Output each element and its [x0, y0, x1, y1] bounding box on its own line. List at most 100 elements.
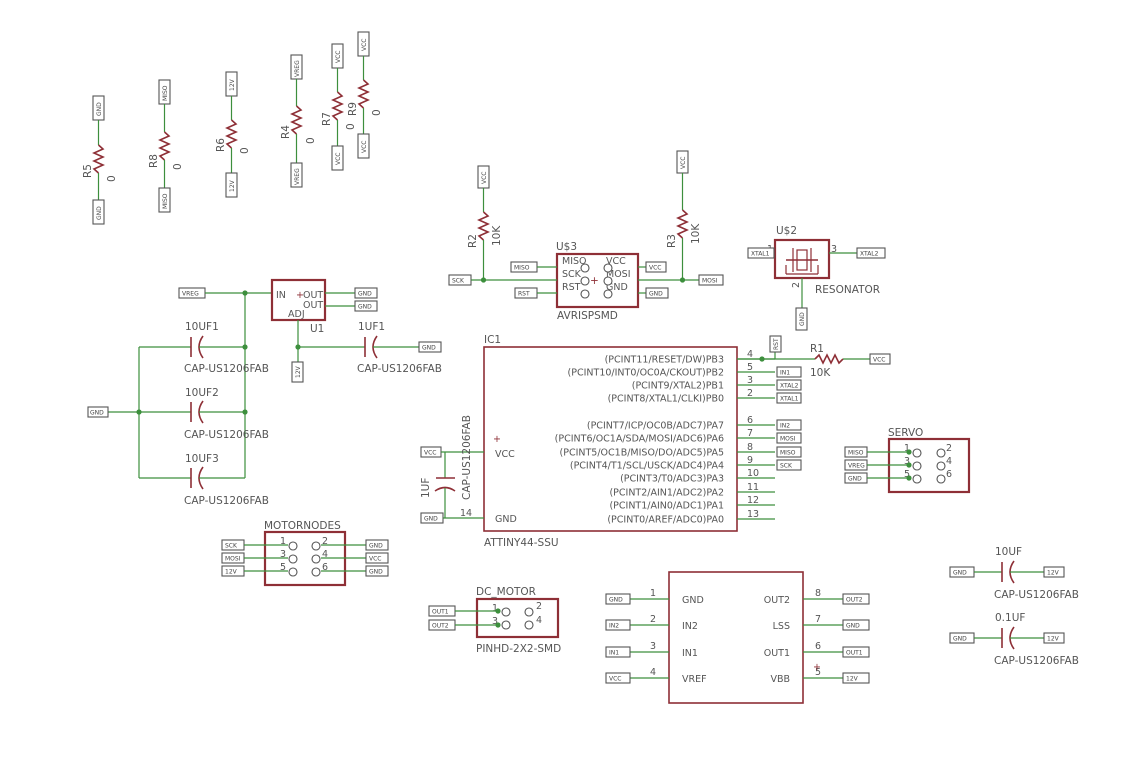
svg-text:GND: GND [422, 345, 436, 352]
1uf1-ref: 1UF1 [358, 321, 385, 333]
svg-text:12V: 12V [229, 179, 236, 192]
u3-name: AVRISPSMD [557, 310, 618, 322]
r6-value: 0 [239, 147, 251, 154]
ic1-pin-label: (PCINT4/T1/SCL/USCK/ADC4)PA4 [570, 461, 724, 472]
r8-value: 0 [172, 163, 184, 170]
u2-name: RESONATOR [815, 284, 880, 296]
svg-text:SCK: SCK [562, 269, 582, 280]
svg-text:3: 3 [280, 549, 286, 560]
ic1-pin-number: 7 [747, 428, 753, 439]
driver-pin-label: VBB [770, 674, 790, 685]
driver-pin-label: IN2 [682, 621, 698, 632]
dc-motor-ref: DC_MOTOR [476, 586, 536, 598]
u1-ref: U1 [310, 323, 324, 335]
ic1-pin-label: (PCINT7/ICP/OC0B/ADC7)PA7 [587, 421, 724, 432]
svg-text:GND: GND [424, 516, 438, 523]
svg-text:12V: 12V [225, 569, 238, 576]
svg-text:GND: GND [848, 476, 862, 483]
svg-text:6: 6 [322, 562, 328, 573]
svg-text:XTAL1: XTAL1 [751, 251, 770, 258]
net-flag [776, 446, 802, 458]
svg-text:1: 1 [904, 443, 910, 454]
resonator-u2: U$2 1 3 2 XTAL1 XTAL2 GND RESONATOR [747, 225, 886, 331]
10uf-pkg: CAP-US1206FAB [994, 589, 1079, 601]
ic1-pin-number: 3 [747, 375, 753, 386]
driver-pin-number: 7 [815, 614, 821, 625]
ic1-pin-number: 4 [747, 349, 753, 360]
svg-text:VREG: VREG [182, 291, 199, 298]
svg-text:MISO: MISO [562, 256, 587, 267]
net-flag [776, 366, 802, 378]
svg-text:6: 6 [946, 469, 952, 480]
motor-driver: GND1GNDIN22IN2IN13IN1VREF4VCCOUT28OUT2LS… [605, 571, 870, 704]
net-flag-label: 12V [846, 676, 859, 683]
svg-text:VCC: VCC [369, 556, 381, 563]
net-flag [842, 646, 870, 658]
resistor-r3: VCC R3 10K [666, 150, 702, 283]
net-flag [842, 672, 870, 684]
svg-text:XTAL2: XTAL2 [860, 251, 879, 258]
svg-text:2: 2 [536, 601, 542, 612]
svg-text:GND: GND [90, 410, 104, 417]
svg-text:12V: 12V [1047, 570, 1060, 577]
svg-text:12V: 12V [295, 365, 302, 378]
svg-text:VCC: VCC [361, 39, 368, 51]
ic1-pin-number: 11 [747, 482, 759, 493]
net-flag-label: IN2 [609, 623, 619, 630]
svg-text:VCC: VCC [649, 265, 661, 272]
svg-text:5: 5 [904, 469, 910, 480]
microcontroller-ic1: IC1 VCC GND + 14 ATTINY44-SSU (PCINT11/R… [460, 334, 815, 549]
r8-ref: R8 [148, 154, 160, 168]
svg-text:OUT1: OUT1 [432, 609, 449, 616]
10uf-ref: 10UF [995, 546, 1022, 558]
svg-text:SCK: SCK [225, 543, 238, 550]
svg-text:MOSI: MOSI [225, 556, 241, 563]
servo-header: SERVO 1 2 3 4 5 6 MISO VREG GND [844, 427, 971, 494]
r1-ref: R1 [810, 343, 824, 355]
u2-ref: U$2 [776, 225, 797, 237]
svg-text:MISO: MISO [162, 85, 169, 101]
svg-text:CAP-US1206FAB: CAP-US1206FAB [184, 363, 269, 375]
svg-text:VREG: VREG [294, 60, 301, 77]
driver-pin-number: 3 [650, 641, 656, 652]
svg-text:3: 3 [492, 616, 498, 627]
svg-text:+: + [296, 290, 304, 301]
resistor-r1: VCC R1 10K [810, 343, 891, 379]
net-flag-label: MOSI [780, 436, 796, 443]
r5-ref: R5 [82, 164, 94, 178]
svg-text:VCC: VCC [424, 450, 436, 457]
driver-pin-label: LSS [773, 621, 790, 632]
net-flag-label: VCC [609, 676, 621, 683]
svg-text:OUT2: OUT2 [432, 623, 449, 630]
svg-text:MISO: MISO [848, 450, 864, 457]
net-flag-label: IN1 [780, 370, 790, 377]
r7-ref: R7 [321, 112, 333, 126]
svg-text:10UF2: 10UF2 [185, 387, 219, 399]
svg-text:VCC: VCC [606, 256, 626, 267]
ic1-name: ATTINY44-SSU [484, 537, 559, 549]
capacitor-01uf: GND 12V 0.1UF CAP-US1206FAB [949, 612, 1079, 667]
net-flag-label: OUT1 [846, 650, 863, 657]
ic1-pin-number: 9 [747, 455, 753, 466]
svg-text:RST: RST [562, 282, 581, 293]
svg-text:VREG: VREG [848, 463, 865, 470]
driver-pin-label: IN1 [682, 648, 698, 659]
r3-ref: R3 [666, 234, 678, 248]
driver-pin-label: OUT1 [764, 648, 790, 659]
resistor-r5: GND GND R5 0 [82, 95, 118, 225]
net-flag-label: OUT2 [846, 597, 863, 604]
u3-ref: U$3 [556, 241, 577, 253]
r7-value: 0 [345, 123, 357, 130]
ic1-pin-label: (PCINT10/INT0/OC0A/CKOUT)PB2 [568, 368, 724, 379]
ic1-pin-label: (PCINT2/AIN1/ADC2)PA2 [609, 488, 724, 499]
svg-text:1: 1 [492, 603, 498, 614]
svg-text:CAP-US1206FAB: CAP-US1206FAB [184, 495, 269, 507]
svg-text:MOSI: MOSI [702, 278, 718, 285]
svg-text:VREG: VREG [294, 168, 301, 185]
net-flag-label: XTAL1 [780, 396, 799, 403]
svg-text:+: + [813, 662, 821, 673]
ic1-pin-label: (PCINT9/XTAL2)PB1 [632, 381, 724, 392]
ic1-pin-number: 2 [747, 388, 753, 399]
